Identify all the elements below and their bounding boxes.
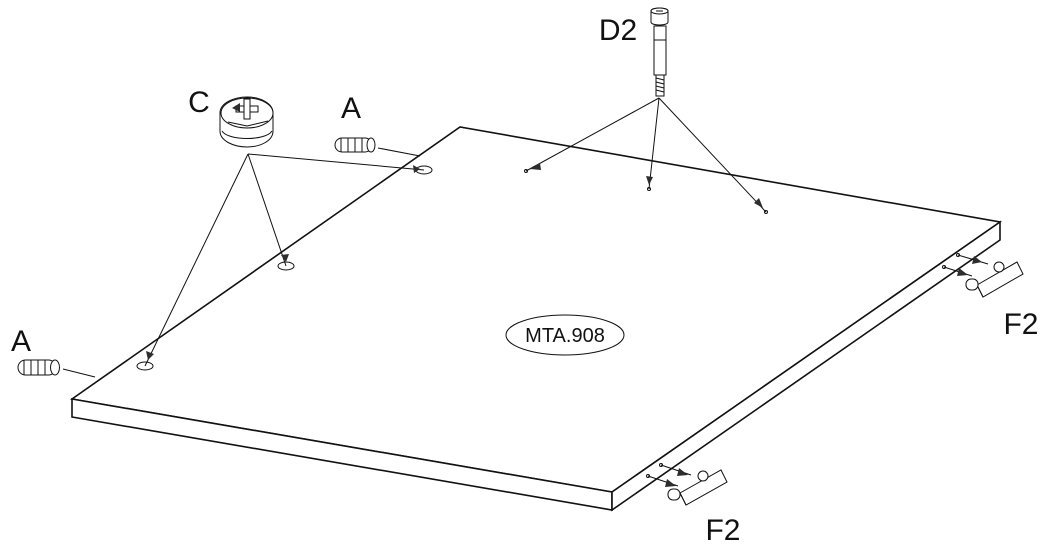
leader-d2-to-pin-3 — [658, 97, 767, 213]
arrow-pin-2 — [646, 176, 653, 185]
leader-d2-to-pin-2 — [648, 97, 660, 190]
arrow-left-hole — [146, 351, 154, 360]
leader-c-to-left-hole — [144, 153, 249, 367]
cam-slot — [227, 120, 269, 127]
bolt-thread-line-1 — [655, 77, 665, 81]
bolt-thread-line-3 — [655, 85, 665, 89]
bolt-thread-line-4 — [655, 89, 665, 93]
arrow-f2-right-1 — [957, 268, 968, 276]
arrow-pin-1 — [530, 163, 541, 170]
leader-c-to-middle-hole — [247, 153, 287, 267]
model-code: MTA.908 — [525, 325, 605, 347]
cam-arrow-mark — [232, 103, 240, 112]
support-f2-right — [965, 261, 1024, 298]
cam-cross-slot-vertical — [243, 98, 251, 120]
dowel-end-upper — [366, 137, 376, 153]
label-a-lower: A — [11, 325, 31, 358]
arrow-pin-3 — [754, 198, 763, 208]
panel-holes — [136, 165, 960, 478]
cam-lock-c — [219, 96, 274, 148]
leader-c-to-top-hole — [247, 153, 425, 171]
dowel-a-lower — [17, 359, 60, 376]
leader-d2-to-pin-1 — [525, 97, 660, 172]
model-badge-oval — [505, 314, 625, 356]
label-c: C — [188, 86, 210, 119]
bolt-thread — [655, 74, 665, 97]
support-bottom-edge — [679, 492, 687, 506]
bolt-thread-line-2 — [655, 81, 665, 85]
support-f2-bottom — [667, 469, 728, 506]
arrow-f2-right-2 — [972, 256, 982, 264]
leader-f2-bottom-2 — [660, 464, 692, 476]
bolt-shank — [653, 25, 667, 76]
panel-side-edge — [611, 220, 1001, 512]
arrow-middle-hole — [281, 254, 289, 262]
leader-a-lower — [62, 368, 96, 378]
arrowheads — [146, 163, 982, 487]
dowel-a-upper — [334, 137, 376, 153]
label-f2-bottom: F2 — [705, 514, 740, 547]
panel — [69, 126, 1003, 512]
leader-a-upper — [377, 147, 421, 157]
dowel-end-lower — [50, 359, 60, 376]
support-bottom-pin-2 — [697, 470, 709, 482]
cam-lower-shadow — [221, 130, 273, 139]
support-right-pin-1 — [965, 278, 979, 291]
arrow-top-hole — [413, 165, 420, 173]
support-right-pin-2 — [993, 261, 1005, 273]
arrow-f2-bottom-2 — [677, 468, 688, 476]
leader-f2-right-2 — [957, 254, 989, 265]
bolt-d2 — [650, 7, 669, 97]
arrow-f2-bottom-1 — [665, 479, 676, 487]
label-f2-right: F2 — [1003, 308, 1038, 341]
model-badge: MTA.908 — [505, 314, 625, 356]
label-d2: D2 — [599, 14, 637, 47]
label-a-upper: A — [341, 92, 361, 125]
support-bottom-pin-1 — [667, 488, 681, 501]
